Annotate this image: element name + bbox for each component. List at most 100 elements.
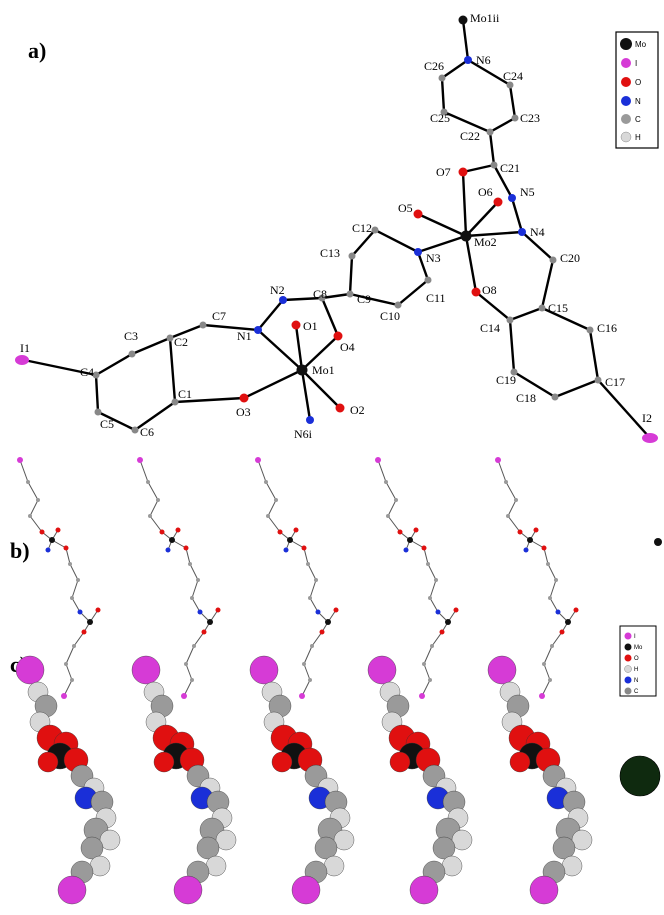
label-Mo2: Mo2 bbox=[474, 235, 497, 249]
chain-c-atom bbox=[314, 836, 338, 860]
label-C8: C8 bbox=[313, 287, 327, 301]
chain-b-bond bbox=[387, 499, 397, 517]
chain-b-bond bbox=[149, 515, 163, 533]
chain-b-atom bbox=[190, 678, 194, 682]
chain-b-bond bbox=[423, 645, 433, 665]
chain-b-atom bbox=[207, 619, 213, 625]
chain-b-atom bbox=[26, 480, 30, 484]
chain-b-atom bbox=[266, 514, 270, 518]
chain-b-atom bbox=[184, 662, 188, 666]
chain-b-atom bbox=[434, 578, 438, 582]
chain-b-bond bbox=[423, 547, 429, 565]
chain-c-atom bbox=[131, 655, 161, 685]
chain-b-atom bbox=[548, 678, 552, 682]
chain-b-unit bbox=[495, 457, 579, 699]
legend-a-mo: Mo bbox=[635, 40, 647, 49]
label-C5: C5 bbox=[100, 417, 114, 431]
label-O6: O6 bbox=[478, 185, 493, 199]
label-O2: O2 bbox=[350, 403, 365, 417]
chain-b-bond bbox=[497, 459, 507, 483]
chain-b-atom bbox=[287, 537, 293, 543]
chain-b-atom bbox=[76, 578, 80, 582]
chain-b-atom bbox=[550, 644, 554, 648]
chain-b-bond bbox=[303, 663, 311, 681]
label-C25: C25 bbox=[430, 111, 450, 125]
chain-c-unit bbox=[131, 655, 237, 905]
chain-b-atom bbox=[413, 527, 419, 533]
label-C23: C23 bbox=[520, 111, 540, 125]
label-C21: C21 bbox=[500, 161, 520, 175]
chain-b-bond bbox=[191, 597, 201, 613]
chain-b-atom bbox=[319, 629, 325, 635]
chain-b-bond bbox=[543, 663, 551, 681]
chain-b-atom bbox=[169, 537, 175, 543]
chain-b-atom bbox=[77, 609, 83, 615]
label-C3: C3 bbox=[124, 329, 138, 343]
chain-c-atom bbox=[291, 875, 321, 905]
chain-b-bond bbox=[193, 631, 205, 647]
label-C26: C26 bbox=[424, 59, 444, 73]
label-C15: C15 bbox=[548, 301, 568, 315]
chain-b-atom bbox=[419, 693, 425, 699]
legend-a-o: O bbox=[635, 78, 641, 87]
chain-b-bond bbox=[377, 459, 387, 483]
chain-b-atom bbox=[533, 527, 539, 533]
chain-c-atom bbox=[509, 751, 531, 773]
chain-b-atom bbox=[555, 609, 561, 615]
chain-b-atom bbox=[17, 457, 23, 463]
label-N1: N1 bbox=[237, 329, 252, 343]
label-C12: C12 bbox=[352, 221, 372, 235]
chain-b-bond bbox=[549, 597, 559, 613]
label-O8: O8 bbox=[482, 283, 497, 297]
chain-b-atom bbox=[165, 547, 171, 553]
chain-b-atom bbox=[175, 527, 181, 533]
chain-b-bond bbox=[543, 645, 553, 665]
chain-b-atom bbox=[386, 514, 390, 518]
chain-b-bond bbox=[267, 499, 277, 517]
chain-b-bond bbox=[65, 663, 73, 681]
chain-c-atom bbox=[432, 836, 456, 860]
chain-b-bond bbox=[303, 547, 309, 565]
chain-b-atom bbox=[527, 537, 533, 543]
label-C19: C19 bbox=[496, 373, 516, 387]
chain-b-bond bbox=[387, 515, 401, 533]
chain-b-atom bbox=[146, 480, 150, 484]
chain-b-bond bbox=[191, 579, 199, 599]
legend-c-h: H bbox=[634, 667, 638, 673]
label-C1: C1 bbox=[178, 387, 192, 401]
chain-b-atom bbox=[148, 514, 152, 518]
chain-b-bond bbox=[307, 563, 317, 581]
chain-b-atom bbox=[95, 607, 101, 613]
chain-b-atom bbox=[45, 547, 51, 553]
chain-b-atom bbox=[61, 693, 67, 699]
chain-b-atom bbox=[308, 596, 312, 600]
chain-b-bond bbox=[147, 481, 159, 501]
chain-b-unit bbox=[255, 457, 339, 699]
chain-b-atom bbox=[517, 529, 523, 535]
chain-b-atom bbox=[333, 607, 339, 613]
chain-b-atom bbox=[539, 693, 545, 699]
panel-b-label: b) bbox=[10, 538, 30, 563]
chain-b-atom bbox=[397, 529, 403, 535]
label-I1: I1 bbox=[20, 341, 30, 355]
chain-b-atom bbox=[506, 514, 510, 518]
chain-c-atom bbox=[37, 751, 59, 773]
panel-a: a) Mo I O N C H bbox=[15, 11, 659, 443]
legend-a-mo-swatch bbox=[620, 38, 632, 50]
chain-b-bond bbox=[27, 481, 39, 501]
chain-b-atom bbox=[430, 644, 434, 648]
label-O1: O1 bbox=[303, 319, 318, 333]
chain-b-end-atom bbox=[654, 538, 662, 546]
chain-b-atom bbox=[137, 457, 143, 463]
chain-b-atom bbox=[375, 457, 381, 463]
chain-b-bond bbox=[73, 631, 85, 647]
chain-b-bond bbox=[265, 481, 277, 501]
panel-c: c) I Mo O H N C bbox=[10, 625, 661, 905]
label-C13: C13 bbox=[320, 246, 340, 260]
chain-b-atom bbox=[314, 578, 318, 582]
chain-b-atom bbox=[514, 498, 518, 502]
label-C10: C10 bbox=[380, 309, 400, 323]
chain-b-bond bbox=[65, 547, 71, 565]
chain-b-bond bbox=[423, 663, 431, 681]
chain-c-atom bbox=[153, 751, 175, 773]
